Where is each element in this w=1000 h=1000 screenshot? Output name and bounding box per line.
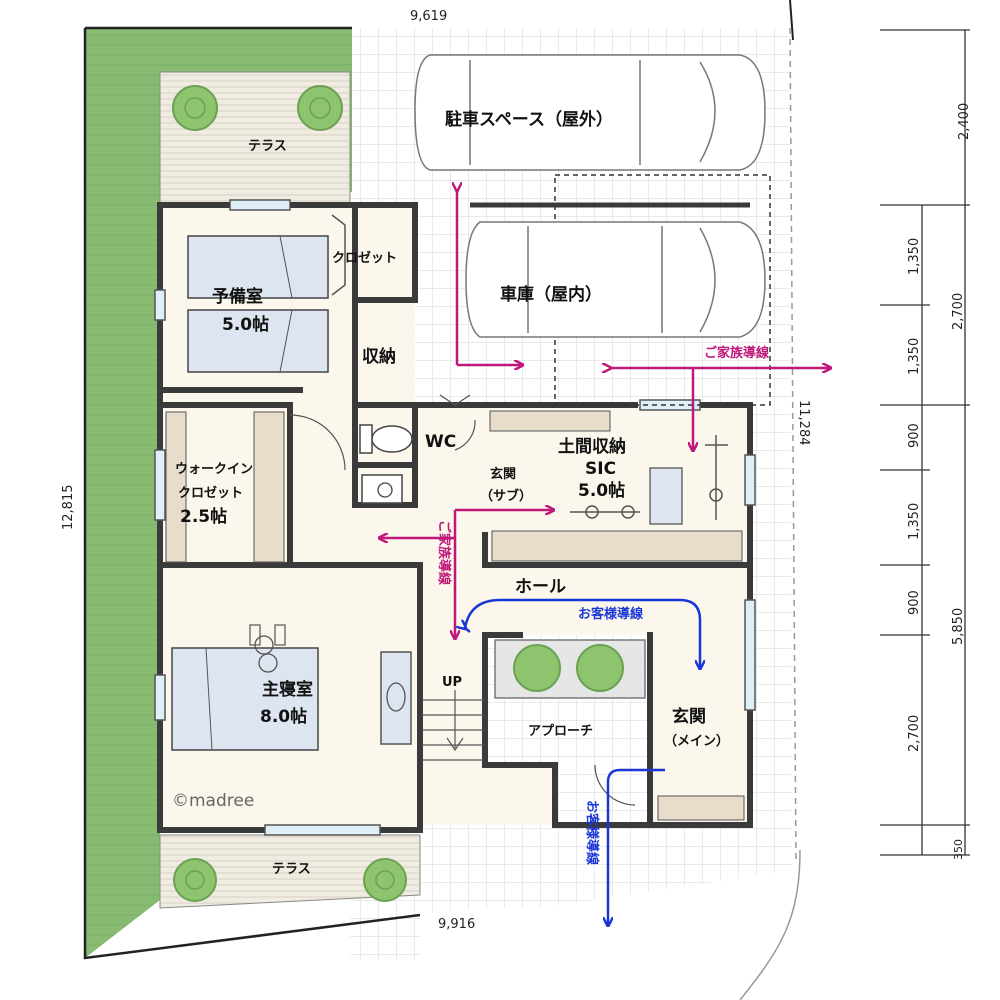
garage-label: 車庫（屋内） <box>500 284 602 305</box>
hall-label: ホール <box>515 577 566 597</box>
sic-line2: SIC <box>585 459 616 479</box>
building <box>154 199 756 836</box>
dimension-ladder <box>880 29 970 856</box>
window <box>154 674 166 721</box>
dim-col1-3: 900 <box>907 423 922 448</box>
stairs-up-label: UP <box>442 675 462 690</box>
family-flow-label: ご家族導線 <box>704 345 770 361</box>
dim-col1-5: 900 <box>907 590 922 615</box>
cart-icon <box>649 467 683 525</box>
shelf <box>657 795 745 821</box>
bicycle-icon <box>705 435 728 520</box>
sic-line1: 土間収納 <box>558 436 626 457</box>
tree-icon <box>513 644 561 692</box>
master-room-size: 8.0帖 <box>260 706 307 727</box>
tree-icon <box>363 858 407 902</box>
dim-col1-6: 2,700 <box>907 715 922 752</box>
shelf <box>489 410 611 432</box>
family-flow <box>380 190 830 638</box>
bed <box>187 235 329 299</box>
storage-label: 収納 <box>362 346 396 367</box>
person-icon <box>249 624 286 673</box>
dim-col2-0: 2,700 <box>951 293 966 330</box>
stairs <box>422 690 484 761</box>
window <box>744 454 756 506</box>
family-flow-label-vertical: ご家族導線 <box>436 520 452 586</box>
entrance-sub-line2: （サブ） <box>480 488 532 504</box>
master-room-label: 主寝室 <box>262 679 313 700</box>
door <box>454 419 476 451</box>
shelf <box>165 411 187 563</box>
dim-top-width: 9,619 <box>410 9 447 24</box>
dim-col2-1: 5,850 <box>951 608 966 645</box>
shelf <box>253 411 285 563</box>
door <box>439 394 471 406</box>
boundary-dashed-right <box>789 27 797 861</box>
dim-col1-2: 1,350 <box>907 338 922 375</box>
tree-icon <box>297 85 343 131</box>
dim-col1-0: 2,400 <box>957 103 972 140</box>
approach-label: アプローチ <box>528 724 593 739</box>
guest-flow-label-vertical: お客様導線 <box>584 800 600 866</box>
guest-flow <box>465 598 700 925</box>
entrance-main-line1: 玄関 <box>672 706 706 727</box>
toilet-icon <box>359 424 413 454</box>
entrance-sub-line1: 玄関 <box>490 466 516 482</box>
window <box>154 289 166 321</box>
wc-label: WC <box>425 432 456 452</box>
lawn <box>85 28 352 958</box>
tree-icon <box>173 858 217 902</box>
shelf <box>491 530 743 562</box>
wic-size: 2.5帖 <box>180 506 227 527</box>
spare-room-size: 5.0帖 <box>222 314 269 335</box>
car-outdoor <box>414 54 766 171</box>
window <box>264 824 381 836</box>
site-boundary <box>83 28 421 960</box>
bed <box>171 647 319 751</box>
guest-flow-label: お客様導線 <box>578 606 644 622</box>
window <box>154 449 166 521</box>
desk <box>380 651 412 745</box>
dim-col1-1: 1,350 <box>907 238 922 275</box>
dim-bottom-width: 9,916 <box>438 917 475 932</box>
wic-label-line1: ウォークイン <box>175 462 253 477</box>
dim-left-height: 12,815 <box>61 485 76 531</box>
closet-label: クロゼット <box>332 250 397 266</box>
wic-label-line2: クロゼット <box>178 485 243 501</box>
sink-icon <box>361 474 403 504</box>
site-boundary-right <box>789 0 794 41</box>
window <box>229 199 291 211</box>
dim-col1-4: 1,350 <box>907 503 922 540</box>
door <box>594 764 636 806</box>
terrace-top-label: テラス <box>248 139 287 154</box>
parking-label: 駐車スペース（屋外） <box>445 109 613 130</box>
door <box>289 414 346 471</box>
entrance-main-line2: （メイン） <box>664 733 729 749</box>
copyright-label: ©madree <box>172 791 254 811</box>
road-curve <box>739 849 801 1000</box>
window <box>744 599 756 711</box>
bed <box>187 309 329 373</box>
dim-right-diagonal: 11,284 <box>796 400 811 446</box>
dim-col1-7: 350 <box>952 839 965 860</box>
tree-icon <box>576 644 624 692</box>
car-indoor <box>465 221 766 338</box>
spare-room-label: 予備室 <box>212 286 263 307</box>
stroller-icon <box>570 505 640 519</box>
sic-size: 5.0帖 <box>578 480 625 501</box>
tree-icon <box>172 85 218 131</box>
terrace-bottom-label: テラス <box>272 862 311 877</box>
